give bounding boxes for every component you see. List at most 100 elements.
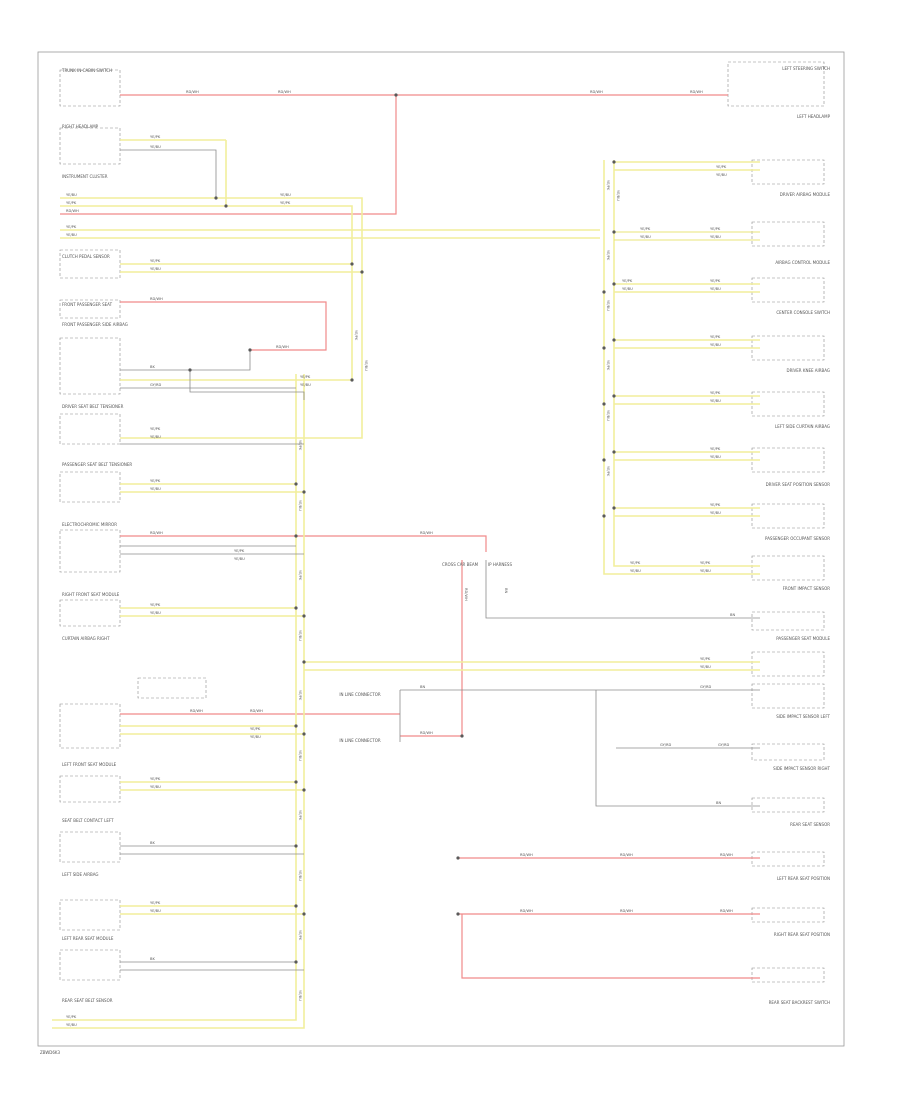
bus-tag: YE/BU [606,300,610,311]
bus-tag: YE/BU [616,190,620,201]
wire-tag: GY/RD [150,383,162,387]
wire-tag: YE/PK [150,603,161,607]
wire-tag: YE/BU [150,435,161,439]
wire-tag: YE/BU [234,557,245,561]
bus-tag: RD/WH [464,588,468,601]
left-component-label: CURTAIN AIRBAG RIGHT [62,636,110,641]
wire-tag: YE/BU [66,233,77,237]
bus-tag: YE/BU [298,990,302,1001]
wire-tag: YE/BU [710,399,721,403]
bus-harness-labels: YE/PK YE/BU YE/PK YE/BU YE/PK YE/BU YE/P… [298,180,620,1001]
right-component-label: LEFT SIDE CURTAIN AIRBAG [775,424,830,429]
wire-tag: YE/PK [150,427,161,431]
bus-tag: YE/PK [298,810,302,821]
wire-tag: RD/WH [720,909,733,913]
wire-tag: YE/PK [150,777,161,781]
wire-tag: YE/BU [150,909,161,913]
wire-tag: YE/PK [234,549,245,553]
left-component-label: SEAT BELT CONTACT LEFT [62,818,114,823]
wire-tag: RD/WH [420,531,433,535]
right-component-label: DRIVER SEAT POSITION SENSOR [766,482,831,487]
right-component-boxes [727,61,825,983]
red-wires [60,94,760,979]
wire-tag: RD/WH [520,853,533,857]
bus-tag: YE/PK [298,440,302,451]
wire-tag: RD/WH [620,853,633,857]
wire-tag: YE/PK [150,259,161,263]
right-component-label: DRIVER KNEE AIRBAG [787,368,831,373]
right-component-label: SIDE IMPACT SENSOR LEFT [776,714,830,719]
left-component-label: RIGHT FRONT SEAT MODULE [62,592,120,597]
wire-tag: YE/BU [710,455,721,459]
wire-tags: RD/WH RD/WH RD/WH RD/WH YE/PK YE/BU YE/B… [66,90,735,1027]
wire-tag: YE/PK [622,279,633,283]
wire-tag: YE/PK [250,727,261,731]
left-component-label: RIGHT HEADLAMP [62,124,99,129]
yellow-wires [52,139,760,1029]
wire-tag: YE/BU [250,735,261,739]
wire-tag: YE/PK [66,225,77,229]
bus-tag: YE/BU [298,750,302,761]
wire-tag: YE/BU [622,287,633,291]
wire-tag: BN [716,801,721,805]
right-component-label: FRONT IMPACT SENSOR [783,586,831,591]
wire-tag: RD/WH [590,90,603,94]
connector-label: IP HARNESS [488,562,512,567]
left-component-label: INSTRUMENT CLUSTER [62,174,108,179]
wire-tag: YE/PK [66,1015,77,1019]
wire-tag: YE/BU [710,511,721,515]
splice-dots [188,93,616,964]
wire-tag: YE/BU [630,569,641,573]
connector-label: IN LINE CONNECTOR [339,738,380,743]
connector-label: CROSS CAR BEAM [442,562,479,567]
wire-tag: YE/BU [150,487,161,491]
bus-tag: YE/PK [606,466,610,477]
bus-tag: YE/BU [606,410,610,421]
wire-tag: RD/WH [190,709,203,713]
right-component-label: AIRBAG CONTROL MODULE [775,260,830,265]
wire-tag: YE/BU [66,1023,77,1027]
wire-tag: YE/BU [150,785,161,789]
left-component-label: LEFT REAR SEAT MODULE [62,936,114,941]
wire-tag: YE/PK [710,279,721,283]
left-component-label: LEFT SIDE AIRBAG [62,872,99,877]
mid-labels: CROSS CAR BEAM IP HARNESS IN LINE CONNECTO… [339,562,512,743]
wire-tag: YE/BU [280,193,291,197]
wire-tag: YE/BU [300,383,311,387]
bus-tag: YE/PK [606,180,610,191]
connector-label: IN LINE CONNECTOR [339,692,380,697]
wire-tag: YE/BU [150,611,161,615]
wire-tag: RD/WH [66,209,79,213]
bus-tag: YE/BU [298,630,302,641]
wire-tag: YE/PK [700,561,711,565]
wire-tag: RD/WH [278,90,291,94]
bus-tag: YE/BU [364,360,368,371]
bus-tag: YE/PK [606,360,610,371]
bus-tag: YE/PK [354,330,358,341]
wire-tag: YE/PK [630,561,641,565]
bus-tag: YE/BU [298,500,302,511]
wire-tag: YE/PK [150,901,161,905]
wire-tag: RD/WH [150,531,163,535]
wire-tag: YE/PK [710,447,721,451]
diagram-code: ZBWD6K3 [40,1050,61,1055]
wire-tag: YE/PK [710,391,721,395]
left-component-label: PASSENGER SEAT BELT TENSIONER [62,462,132,467]
gray-wires [120,149,760,971]
left-component-label: CLUTCH PEDAL SENSOR [62,254,110,259]
left-component-label: FRONT PASSENGER SEAT [62,302,113,307]
wire-tag: YE/PK [700,657,711,661]
right-component-label: PASSENGER SEAT MODULE [776,636,830,641]
right-component-label: LEFT STEERING SWITCH [782,66,830,71]
left-component-label: LEFT FRONT SEAT MODULE [62,762,117,767]
wire-tag: YE/BU [710,287,721,291]
wire-tag: RD/WH [620,909,633,913]
wire-tag: YE/BU [700,665,711,669]
wire-tag: YE/PK [66,201,77,205]
right-component-label: CENTER CONSOLE SWITCH [776,310,830,315]
wire-tag: YE/PK [710,227,721,231]
wire-tag: BK [150,957,155,961]
wire-tag: YE/PK [300,375,311,379]
